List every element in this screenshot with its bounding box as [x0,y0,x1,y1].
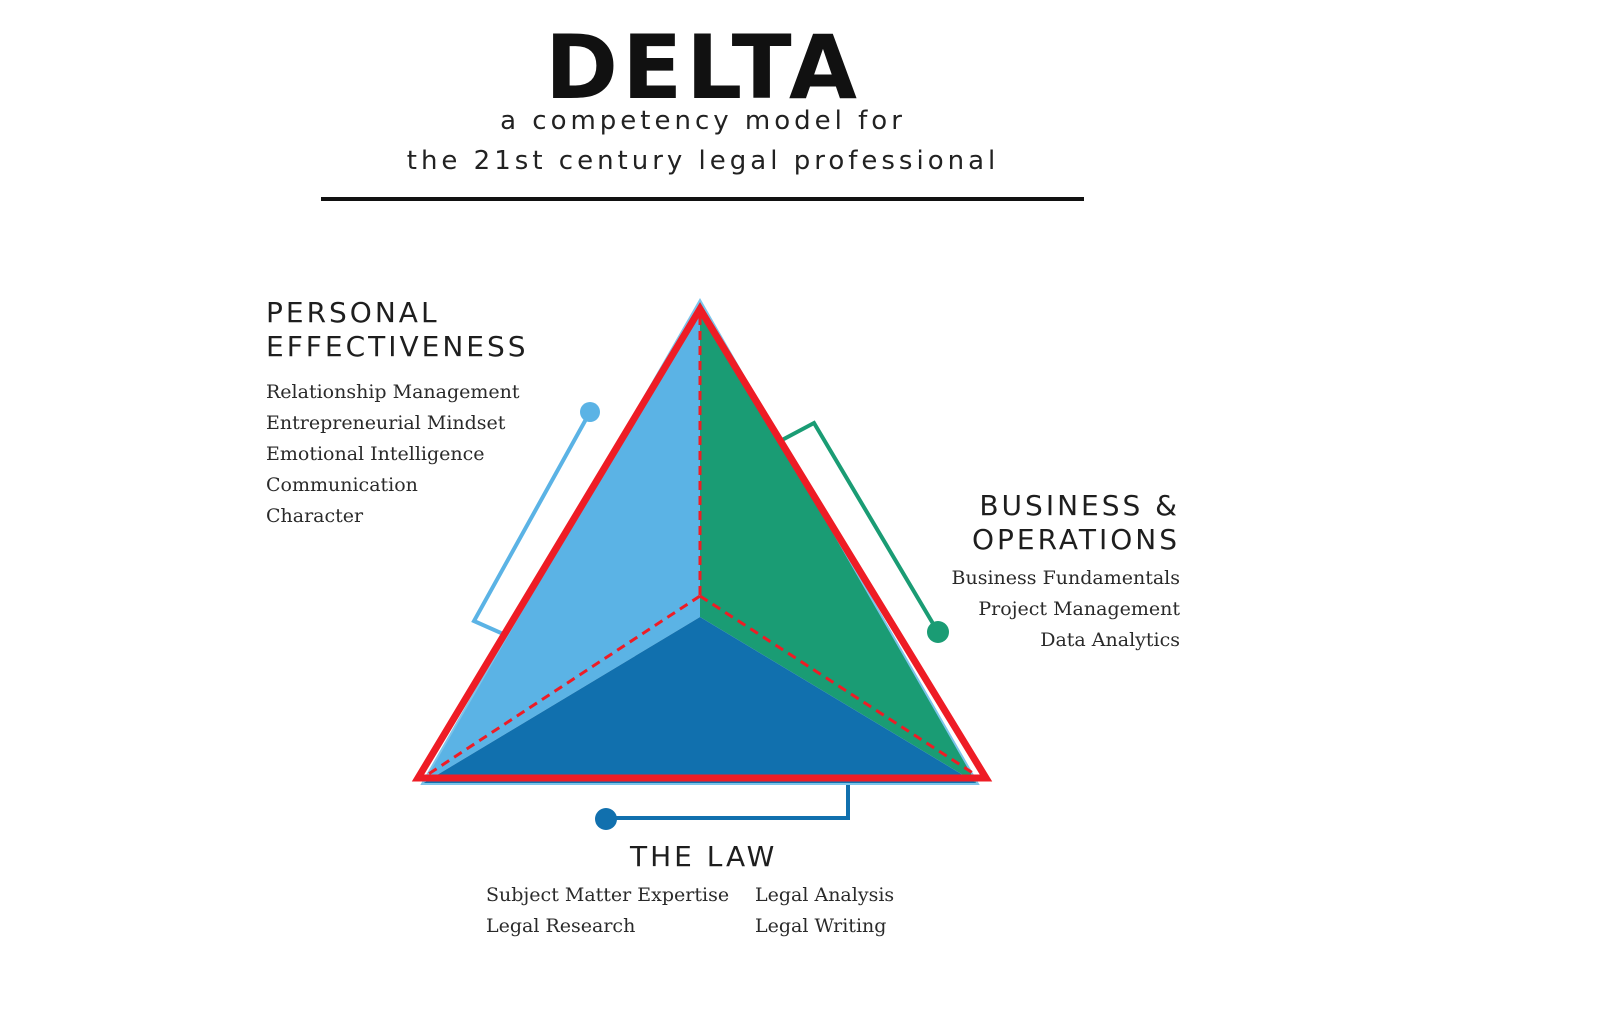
the-law-connector [595,784,850,830]
subtitle-line-2: the 21st century legal professional [406,146,1000,176]
personal-effectiveness-list: Relationship Management Entrepreneurial … [266,377,520,532]
list-item: Emotional Intelligence [266,443,485,465]
business-operations-connector-line [781,420,940,634]
list-item: Communication [266,474,418,496]
page-title: DELTA [545,16,861,119]
list-item: Legal Research [486,915,636,937]
personal-effectiveness-connector-dot [580,402,600,422]
title-divider [321,197,1084,201]
personal-effectiveness-connector [471,402,600,639]
business-operations-heading: BUSINESS & OPERATIONS [880,489,1180,557]
list-item: Subject Matter Expertise [486,884,730,906]
subtitle-line-1: a competency model for [500,106,906,136]
personal-effectiveness-heading: PERSONAL EFFECTIVENESS [266,296,529,364]
the-law-connector-line [606,784,850,820]
list-item: Legal Writing [755,915,887,937]
business-operations-connector-dot [927,621,949,643]
list-item: Entrepreneurial Mindset [266,412,506,434]
list-item: Project Management [978,598,1180,620]
the-law-connector-dot [595,808,617,830]
personal-effectiveness-heading-line1: PERSONAL [266,296,440,329]
business-operations-heading-line2: OPERATIONS [971,523,1180,556]
annotation-dashed-left [423,594,701,779]
list-item: Character [266,505,364,527]
red-annotation-overlay [411,302,993,782]
list-item: Relationship Management [266,381,520,403]
list-item: Business Fundamentals [951,567,1180,589]
business-operations-heading-line1: BUSINESS & [979,489,1180,522]
list-item: Data Analytics [1040,629,1180,651]
business-operations-connector [781,420,949,643]
the-law-face [422,617,978,784]
personal-effectiveness-heading-line2: EFFECTIVENESS [266,330,529,363]
the-law-list-column-2: Legal Analysis Legal Writing [755,880,894,942]
business-operations-list: Business Fundamentals Project Management… [880,563,1180,656]
the-law-list-column-1: Subject Matter Expertise Legal Research [486,880,729,942]
the-law-heading: THE LAW [630,840,778,873]
list-item: Legal Analysis [755,884,895,906]
annotation-red-triangle [411,302,993,782]
annotation-dashed-right [699,594,980,779]
personal-effectiveness-connector-line [471,411,592,639]
